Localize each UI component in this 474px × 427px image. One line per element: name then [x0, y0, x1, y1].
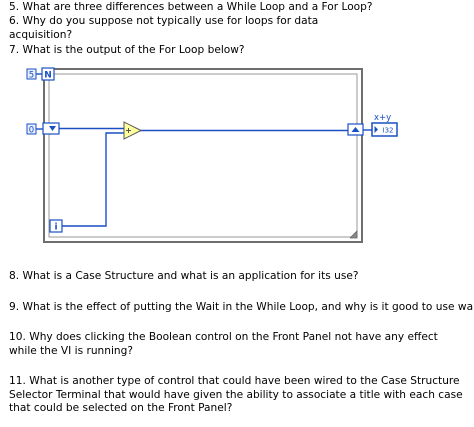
question-6-line-2: acquisition? — [9, 29, 73, 41]
for-loop-block-diagram: 5 N 0 i x+y I32 — [26, 67, 398, 243]
iteration-to-add-wire — [62, 132, 124, 227]
question-8: 8. What is a Case Structure and what is … — [9, 270, 359, 282]
count-terminal[interactable] — [41, 67, 55, 81]
question-9: 9. What is the effect of putting the Wai… — [9, 301, 474, 313]
for-loop-inner-frame — [48, 73, 358, 238]
iteration-terminal-label: i — [54, 223, 57, 233]
question-11: 11. What is another type of control that… — [9, 375, 463, 415]
indicator-type: I32 — [383, 127, 394, 135]
shift-register-right-arrow-icon — [351, 127, 360, 132]
question-5: 5. What are three differences between a … — [9, 1, 373, 13]
count-terminal-label: N — [44, 71, 52, 81]
iteration-terminal[interactable] — [49, 219, 63, 233]
indicator-label: x+y — [374, 113, 391, 123]
add-node[interactable] — [123, 121, 143, 140]
loop-resize-corner[interactable] — [349, 230, 358, 239]
result-indicator[interactable] — [371, 122, 398, 137]
for-loop-frame[interactable] — [43, 68, 363, 243]
count-constant-value: 5 — [29, 71, 34, 81]
shift-register-left-arrow-icon — [49, 126, 56, 131]
question-10: 10. Why does clicking the Boolean contro… — [9, 331, 438, 357]
indicator-arrow-icon — [374, 126, 378, 133]
initial-constant-value: 0 — [29, 126, 34, 136]
question-7: 7. What is the output of the For Loop be… — [9, 44, 245, 56]
question-6-line-1: 6. Why do you suppose not typically use … — [9, 15, 319, 27]
